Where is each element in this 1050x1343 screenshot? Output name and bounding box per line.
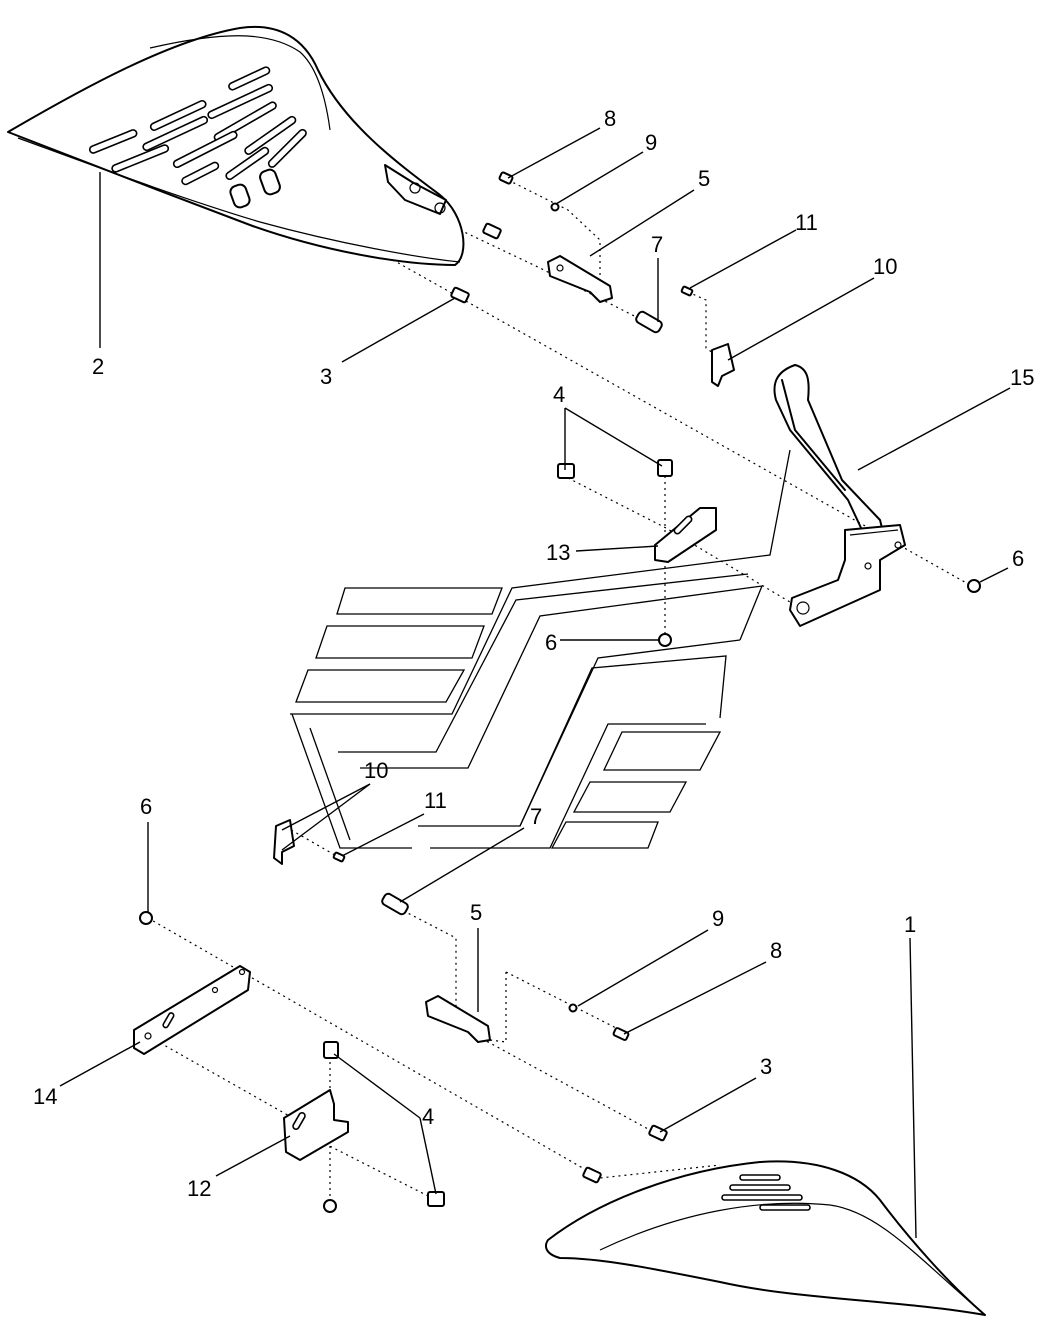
- clip-10-upper: [711, 343, 735, 387]
- callout-3-lower: 3: [760, 1054, 772, 1079]
- callout-labels: 1 2 3 3 4 4 5 5 6 6 6 7 7 8 8 9 9 10 10 …: [33, 106, 1034, 1201]
- angle-bracket-13: [654, 507, 717, 563]
- callout-8-upper: 8: [604, 106, 616, 131]
- right-fender: [545, 1160, 986, 1316]
- callout-10-upper: 10: [873, 254, 897, 279]
- callout-7-lower: 7: [530, 804, 542, 829]
- screw-8-upper: [498, 171, 514, 185]
- upper-hardware: [450, 171, 981, 647]
- callout-9-lower: 9: [712, 906, 724, 931]
- bolt-4-upper-b: [657, 459, 673, 477]
- callout-9-upper: 9: [645, 130, 657, 155]
- pin-7-lower: [381, 892, 409, 916]
- flat-bar-14: [133, 965, 251, 1055]
- callout-11-upper: 11: [795, 210, 818, 235]
- callout-5-lower: 5: [470, 900, 482, 925]
- bolt-3-upper-b: [450, 286, 470, 304]
- callout-12: 12: [187, 1176, 211, 1201]
- callout-14: 14: [33, 1084, 57, 1109]
- callout-4-lower: 4: [422, 1104, 434, 1129]
- callout-6-left: 6: [140, 794, 152, 819]
- handle-bracket: [773, 364, 906, 627]
- bolt-3-lower-b: [582, 1166, 602, 1184]
- callout-13: 13: [546, 540, 570, 565]
- bracket-5-lower: [425, 995, 491, 1043]
- callout-10-lower: 10: [364, 758, 388, 783]
- angle-bracket-12: [283, 1089, 349, 1161]
- bolt-3-upper-a: [482, 222, 502, 240]
- lower-hardware: [133, 819, 668, 1213]
- callout-5-upper: 5: [698, 166, 710, 191]
- left-fender: [7, 25, 465, 266]
- clip-10-lower: [273, 819, 295, 865]
- nut-6-upper-a: [658, 633, 672, 647]
- nut-6-lower-b: [323, 1199, 337, 1213]
- fender-vent-slots: [721, 1174, 811, 1211]
- bolt-4-upper-a: [557, 463, 575, 479]
- callout-1: 1: [904, 912, 916, 937]
- callout-6-right: 6: [1012, 546, 1024, 571]
- screw-11-lower: [332, 851, 346, 863]
- callout-6-middle: 6: [545, 630, 557, 655]
- callout-8-lower: 8: [770, 938, 782, 963]
- callout-11-lower: 11: [424, 788, 447, 813]
- washer-9-lower: [568, 1003, 578, 1013]
- fender-vent-slots: [88, 66, 307, 186]
- screw-8-lower: [612, 1027, 630, 1041]
- leader-lines: [59, 127, 1011, 1239]
- callout-4-upper: 4: [553, 382, 565, 407]
- callout-7-upper: 7: [651, 232, 663, 257]
- assembly-dotted-lines: [147, 179, 971, 1205]
- bracket-5-upper: [547, 255, 613, 303]
- bolt-3-lower-a: [648, 1124, 668, 1142]
- washer-9-upper: [550, 202, 560, 212]
- nut-6-upper-b: [967, 579, 981, 593]
- callout-15: 15: [1010, 365, 1034, 390]
- nut-6-lower: [139, 911, 153, 925]
- callout-2: 2: [92, 354, 104, 379]
- pin-7-upper: [635, 310, 663, 334]
- screw-11-upper: [680, 285, 694, 297]
- callout-3-upper: 3: [320, 364, 332, 389]
- bolt-4-lower-b: [427, 1191, 445, 1207]
